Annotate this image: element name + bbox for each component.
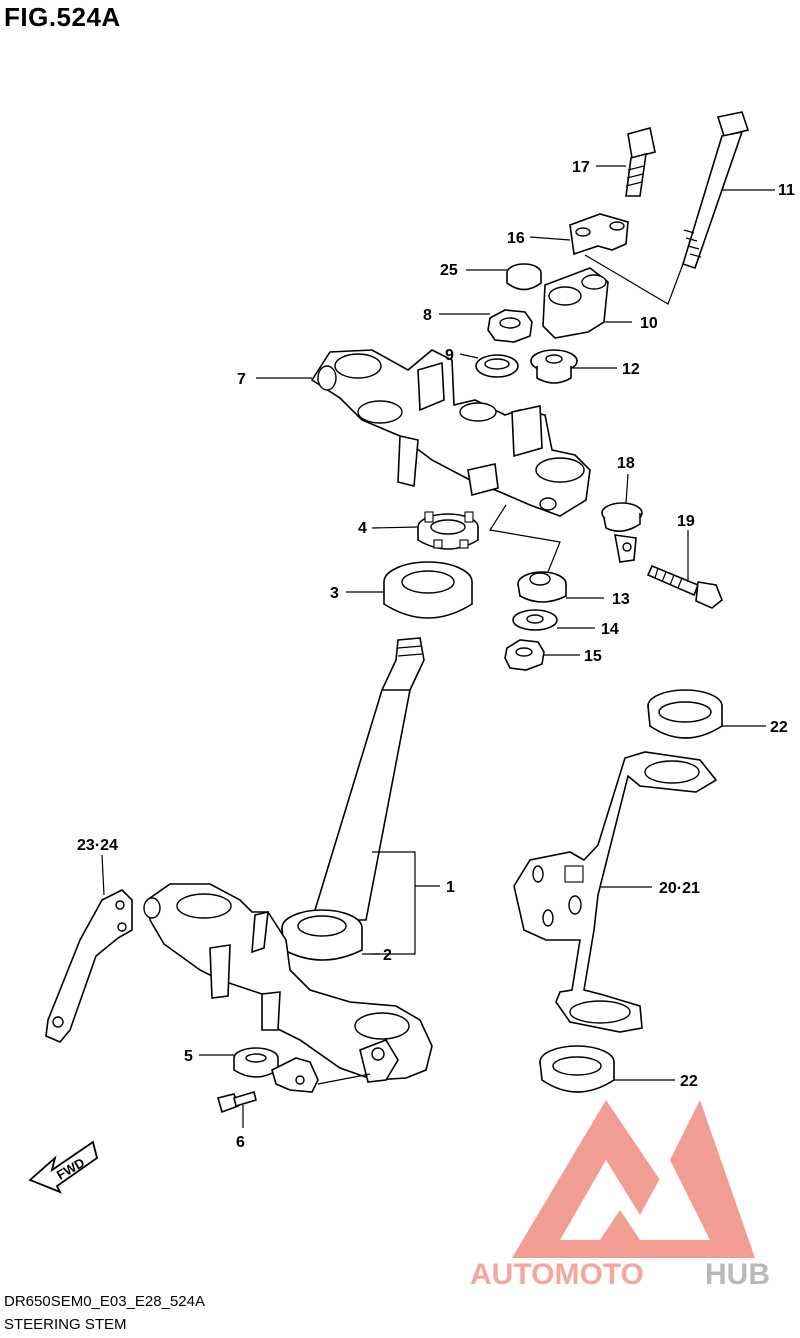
callout-6: 6 <box>236 1134 245 1151</box>
callout-5: 5 <box>184 1048 193 1065</box>
callout-leaders <box>101 165 775 1128</box>
model-code: DR650SEM0_E03_E28_524A <box>4 1293 205 1310</box>
part-13-cushion <box>517 571 567 603</box>
lower-bracket <box>143 883 433 1083</box>
callout-18: 18 <box>617 455 635 472</box>
callout-13: 13 <box>612 591 630 608</box>
callout-1: 1 <box>446 879 455 896</box>
callout-11: 11 <box>778 182 795 199</box>
part-7-upper-bracket <box>310 349 591 517</box>
callout-8: 8 <box>423 307 432 324</box>
watermark-triangle-cutout <box>560 1160 710 1240</box>
section-name: STEERING STEM <box>4 1316 127 1333</box>
part-19-bolt <box>646 564 723 609</box>
part-18-clamp <box>601 502 643 563</box>
part-20-21-headlight-bracket <box>513 751 718 1033</box>
leader-13-link <box>489 504 561 573</box>
part-12-cushion <box>530 349 578 384</box>
part-3-bearing <box>383 561 473 619</box>
part-22-seal-lower <box>539 1045 615 1093</box>
callout-7: 7 <box>237 371 246 388</box>
part-17-bolt <box>625 127 656 197</box>
part-9-washer <box>475 354 519 378</box>
callout-19: 19 <box>677 513 695 530</box>
part-4-steering-nut <box>417 511 479 550</box>
callout-3: 3 <box>330 585 339 602</box>
callout-25: 25 <box>440 262 458 279</box>
callout-14: 14 <box>601 621 619 638</box>
watermark-text: AUTOMOTO HUB <box>470 1258 770 1291</box>
callout-9: 9 <box>445 347 454 364</box>
callout-20-21: 20·21 <box>659 880 700 897</box>
callout-2: 2 <box>383 947 392 964</box>
watermark-brand-part1: AUTOMOTO <box>470 1258 644 1291</box>
part-23-24-bracket <box>45 889 133 1043</box>
part-14-washer <box>512 609 558 631</box>
part-2-lower-bearing <box>281 909 363 961</box>
part-16-clamp-upper <box>569 213 629 256</box>
callout-22-upper: 22 <box>770 719 788 736</box>
fwd-arrow-icon: FWD <box>28 1140 99 1194</box>
callout-12: 12 <box>622 361 640 378</box>
callout-4: 4 <box>358 520 367 537</box>
watermark-brand-part2: HUB <box>705 1258 770 1291</box>
part-1-steering-stem <box>310 637 425 921</box>
part-10-handlebar-holder <box>542 254 684 339</box>
callout-16: 16 <box>507 230 525 247</box>
callout-10: 10 <box>640 315 658 332</box>
part-11-long-bolt <box>682 111 750 270</box>
part-22-seal-upper <box>647 689 723 739</box>
callout-22-lower: 22 <box>680 1073 698 1090</box>
watermark-triangle-inner <box>600 1210 640 1240</box>
part-8-nut <box>487 309 533 343</box>
part-15-nut <box>504 639 545 671</box>
part-25-cap <box>506 263 542 291</box>
callout-23-24: 23·24 <box>77 837 118 854</box>
lower-bracket-plate <box>271 1057 371 1093</box>
figure-title: FIG.524A <box>4 2 121 32</box>
callout-labels: 17 11 16 25 10 8 9 12 7 18 19 4 3 13 14 … <box>77 159 795 1151</box>
callout-17: 17 <box>572 159 590 176</box>
watermark-logo <box>512 1100 755 1258</box>
callout-15: 15 <box>584 648 602 665</box>
part-6-bolt <box>217 1090 257 1114</box>
part-5-grommet <box>233 1047 279 1078</box>
